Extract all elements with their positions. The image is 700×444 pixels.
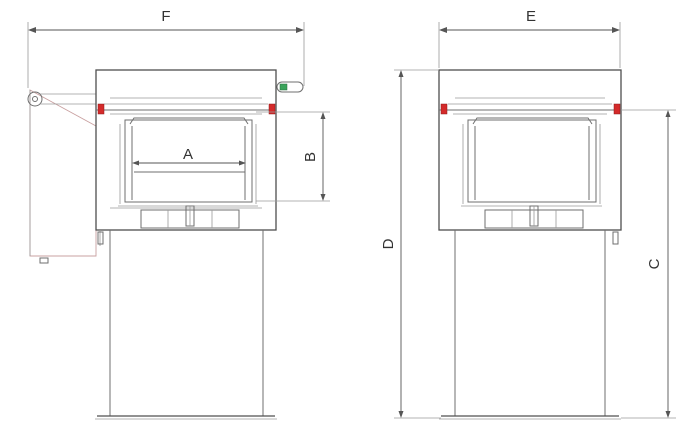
dimension-c: C xyxy=(621,109,676,419)
side-door xyxy=(27,89,97,264)
stand-legs-front xyxy=(439,230,621,420)
dimension-b: B xyxy=(256,111,330,202)
dimension-b-label: B xyxy=(302,152,319,162)
side-view: F xyxy=(27,8,330,420)
cabinet-front xyxy=(438,69,622,231)
stand-legs xyxy=(95,230,277,420)
dimension-d-label: D xyxy=(380,238,397,249)
handle xyxy=(276,81,304,93)
dimension-e-label: E xyxy=(526,8,536,25)
dimension-a: A xyxy=(132,146,246,166)
dimension-f: F xyxy=(27,8,305,88)
basket-front xyxy=(461,117,602,207)
cabinet xyxy=(95,69,277,231)
bottom-rail xyxy=(140,205,240,229)
dimension-d: D xyxy=(380,69,441,419)
dimension-e: E xyxy=(438,8,621,68)
bottom-rail-front xyxy=(484,205,584,229)
front-view: E xyxy=(380,8,676,420)
dimension-a-label: A xyxy=(183,146,193,163)
dimension-c-label: C xyxy=(646,258,663,269)
dimension-f-label: F xyxy=(161,8,170,25)
